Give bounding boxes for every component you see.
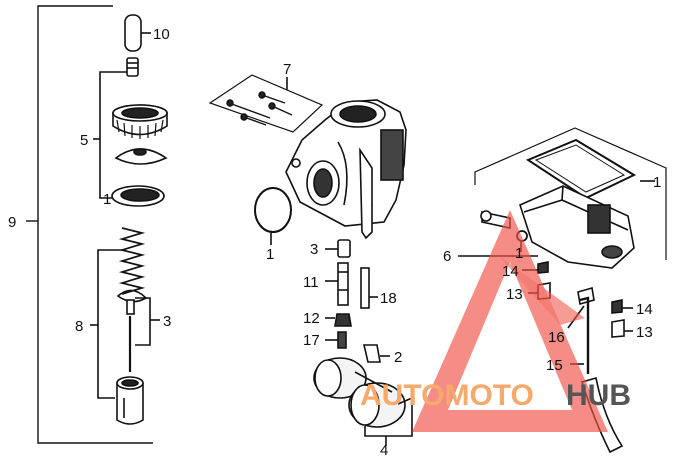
watermark-logo: [412, 210, 608, 432]
part-3-jet: [337, 239, 351, 258]
throttle-slide-assembly: [90, 14, 168, 425]
callout-3-center: 3: [310, 241, 318, 258]
bracket-group-9: [26, 5, 153, 444]
kit-screws: [226, 91, 293, 126]
part-o-ring-gasket: [254, 187, 292, 233]
part-18-pilot-jet: [360, 267, 370, 309]
part-top-cap: [114, 148, 168, 165]
part-10-cap: [124, 14, 142, 52]
callout-7: 7: [283, 61, 291, 78]
callout-1-chamber: 1: [653, 174, 661, 191]
callout-3-left: 3: [163, 313, 171, 330]
callout-5: 5: [80, 132, 88, 149]
carburetor-body-assembly: [208, 74, 413, 446]
part-4-float: [313, 357, 413, 428]
part-15-tube: [579, 296, 590, 374]
part-throttle-valve: [116, 376, 144, 425]
part-11-needle-jet: [337, 262, 349, 306]
callout-14-right: 14: [636, 301, 653, 318]
part-ring-nut: [112, 104, 168, 139]
callout-1-gasket: 1: [266, 246, 274, 263]
callout-1-oring: 1: [515, 245, 523, 262]
part-adjuster: [126, 57, 139, 77]
part-side-chamber: [380, 129, 404, 181]
callout-10: 10: [153, 26, 170, 43]
part-gasket-top-left: [111, 185, 165, 207]
part-needle-retainer: [126, 299, 135, 315]
callout-6: 6: [443, 248, 451, 265]
part-body-stem: [359, 147, 373, 240]
callout-8: 8: [75, 318, 83, 335]
callout-4: 4: [380, 442, 388, 458]
callout-2: 2: [394, 349, 402, 366]
part-14-screw-right: [611, 299, 623, 314]
callout-labels: 10 5 1 9 3 8 7 1 3 11 18 12 17 2 4 1 6 1…: [8, 26, 661, 458]
part-14-screw-left: [537, 261, 549, 274]
kit-box-7: [208, 74, 324, 133]
callout-18: 18: [380, 290, 397, 307]
callout-13-left: 13: [506, 286, 523, 303]
callout-16: 16: [548, 329, 565, 346]
part-17-jet: [337, 331, 347, 349]
callout-17: 17: [303, 332, 320, 349]
callout-1-slide: 1: [103, 191, 111, 208]
watermark-word-automoto: AUTOMOTO: [360, 379, 534, 412]
watermark-word-hub: HUB: [566, 379, 631, 412]
callout-13-right: 13: [636, 324, 653, 341]
watermark-triangle: [412, 210, 608, 432]
part-2-float-valve: [362, 344, 381, 363]
part-spring: [118, 227, 146, 295]
part-13-screw-right: [611, 319, 625, 338]
callout-9: 9: [8, 214, 16, 231]
callout-11: 11: [303, 274, 319, 291]
callout-15: 15: [546, 357, 563, 374]
part-12-main-jet: [334, 313, 352, 327]
callout-12: 12: [303, 310, 320, 327]
part-16-clip: [577, 286, 595, 306]
callout-14-left: 14: [502, 263, 519, 280]
part-chamber-gasket: [525, 138, 637, 200]
